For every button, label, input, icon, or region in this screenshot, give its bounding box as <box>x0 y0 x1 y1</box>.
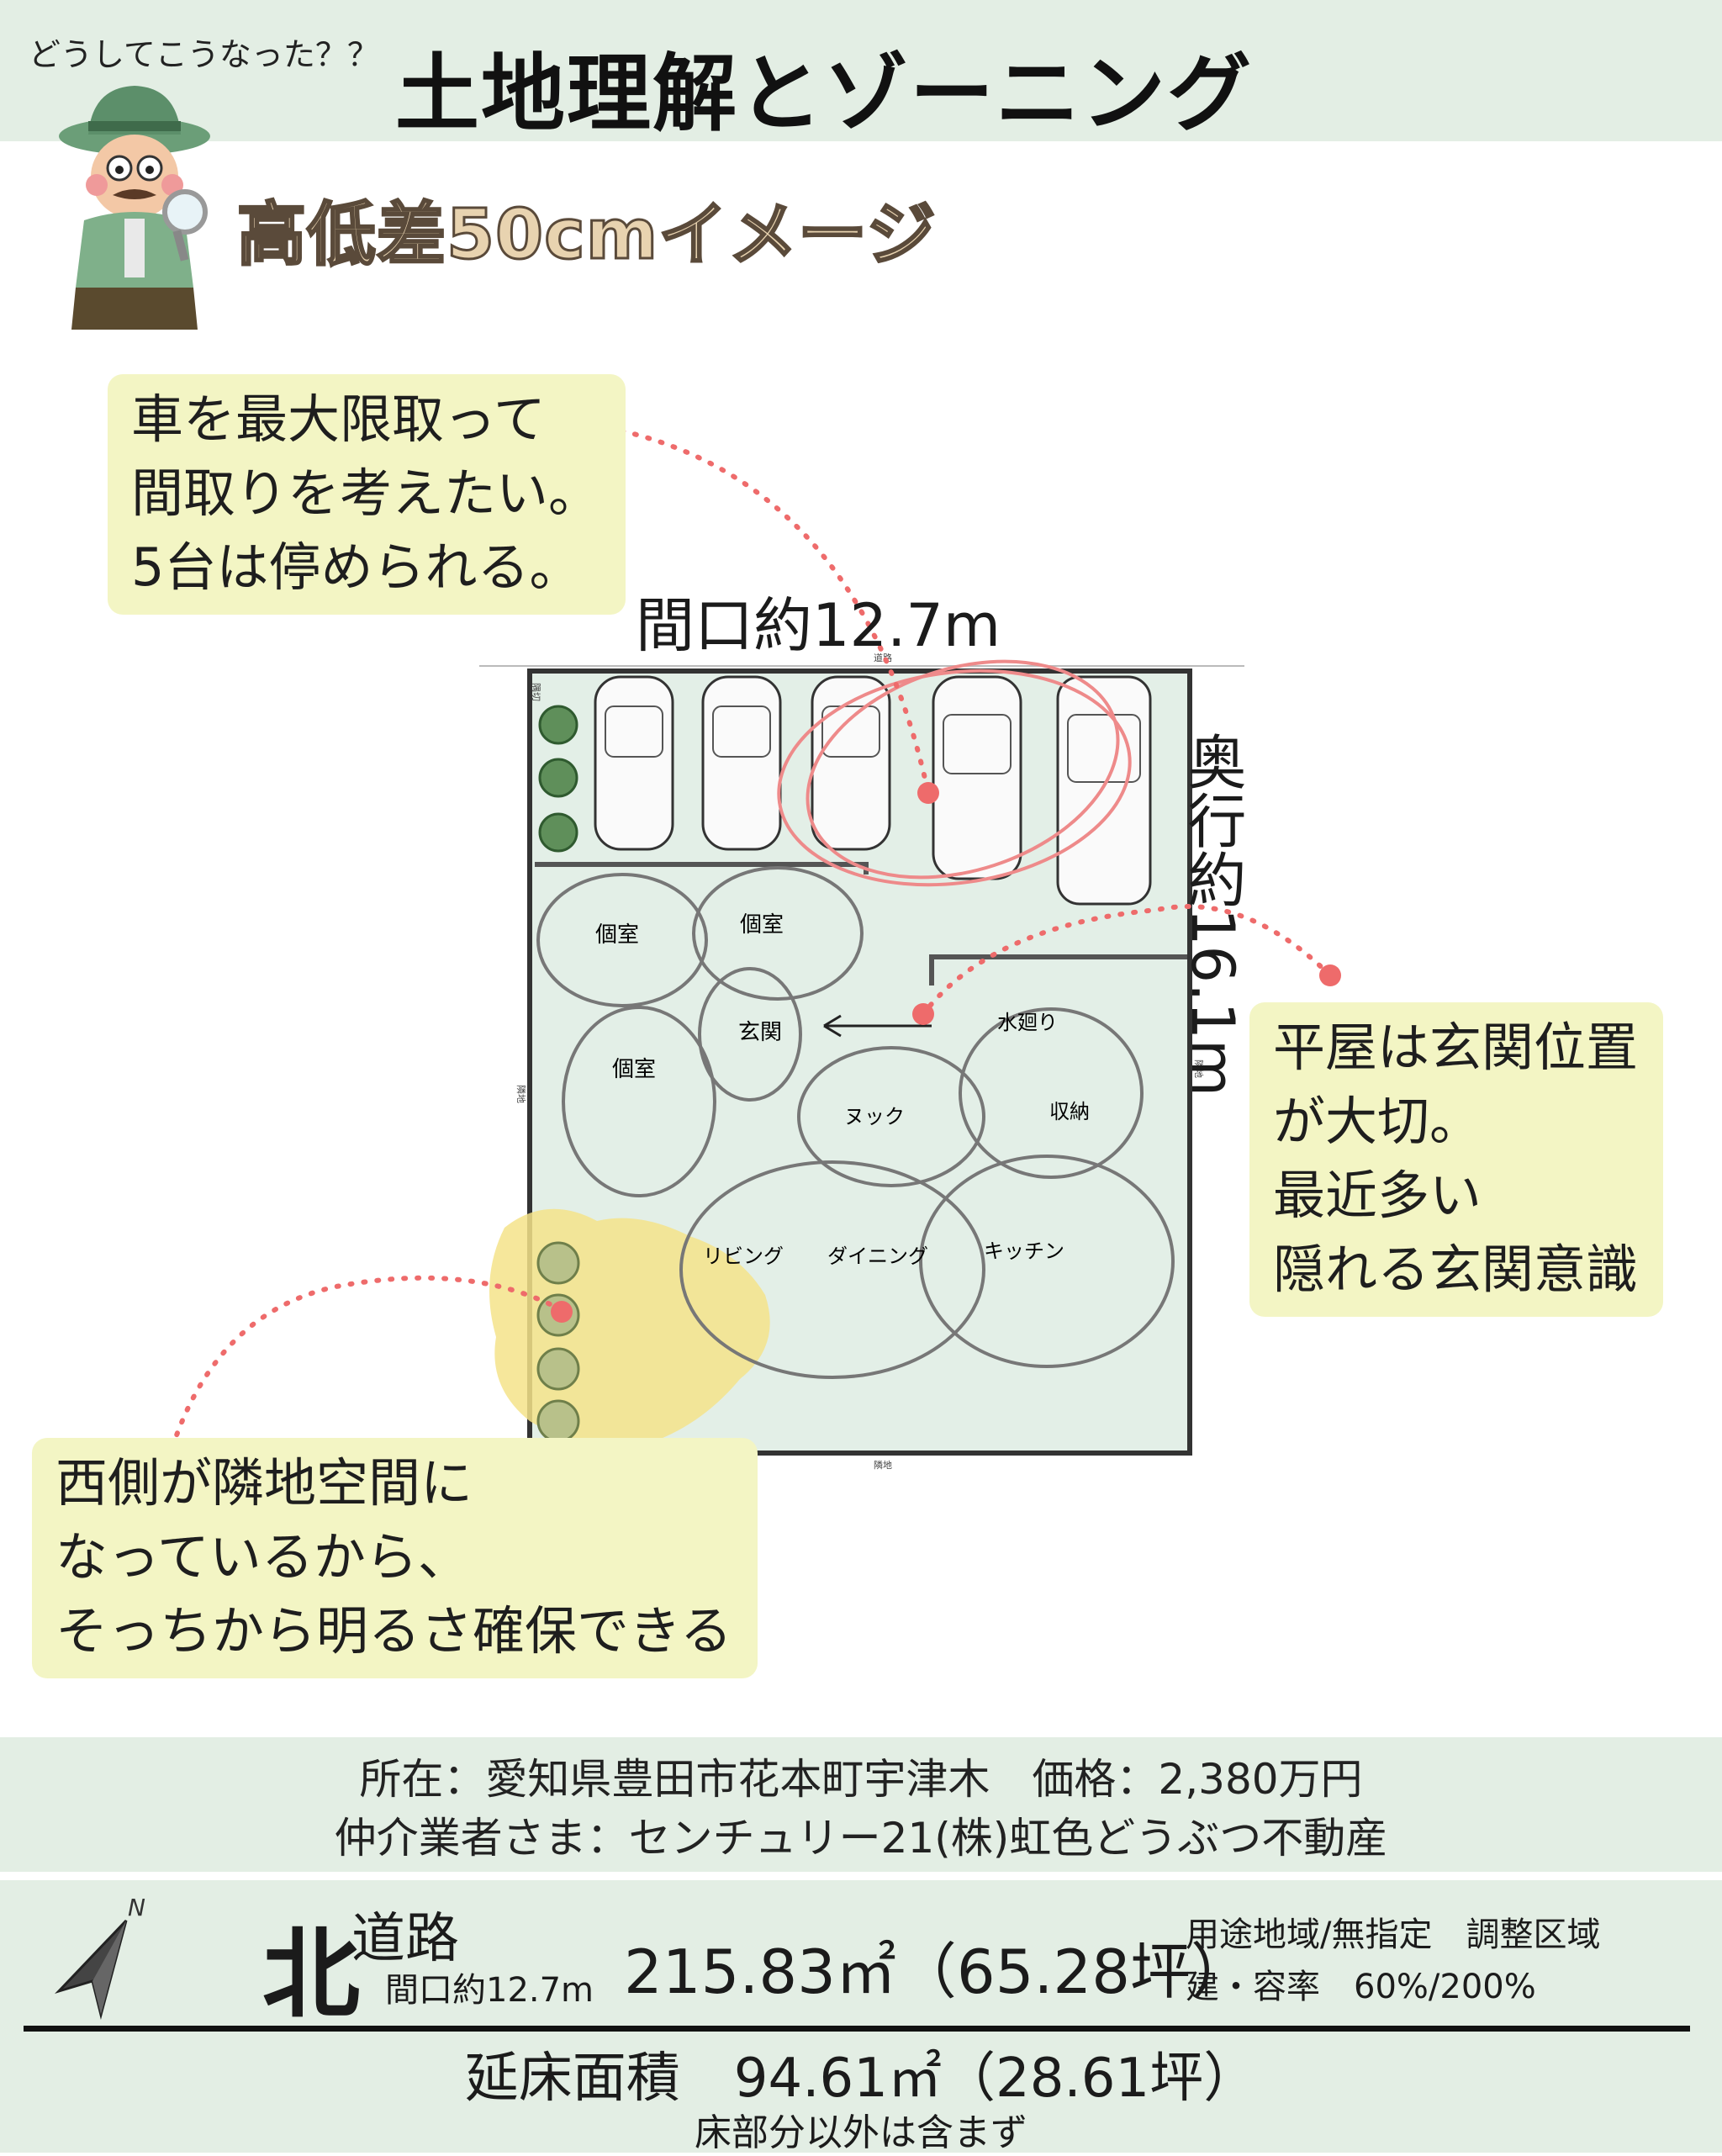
car-2 <box>701 675 782 851</box>
edge-label-bottom: 隣地 <box>874 1459 892 1471</box>
room-label: リビング <box>703 1244 784 1268</box>
callout-line: が大切。 <box>1273 1091 1482 1152</box>
frontage-small: 間口約12.7m <box>385 1971 594 2010</box>
road-label: 道路 <box>351 1908 459 1970</box>
callout-line: 間取りを考えたい。 <box>131 462 601 524</box>
room-label: 個室 <box>595 922 639 948</box>
floor-area-note: 床部分以外は含まず <box>695 2111 1027 2154</box>
detective-mascot-illustration <box>59 86 210 330</box>
callout-line: 最近多い <box>1273 1165 1482 1226</box>
edge-label-corner: 隅切 <box>531 683 541 701</box>
location-price: 所在：愛知県豊田市花本町宇津木 価格：2,380万円 <box>359 1755 1363 1804</box>
callout-parking: 車を最大限取って 間取りを考えたい。 5台は停められる。 <box>108 374 626 615</box>
room-label: キッチン <box>984 1239 1064 1263</box>
callout-line: 隠れる玄関意識 <box>1273 1239 1639 1300</box>
car-1 <box>594 675 674 851</box>
compass-letter: N <box>128 1897 145 1921</box>
car-4 <box>932 675 1022 880</box>
summary-band <box>0 1880 1722 2153</box>
parking-cars <box>594 675 1152 906</box>
callout-west-light: 西側が隣地空間に なっているから、 そっちから明るさ確保できる <box>32 1438 758 1678</box>
depth-dimension: 奥行約16.1m <box>1178 732 1247 1097</box>
car-5 <box>1056 675 1152 906</box>
broker: 仲介業者さま：センチュリー21(株)虹色どうぶつ不動産 <box>334 1814 1388 1863</box>
header-band <box>0 0 1722 141</box>
callout-line: 西側が隣地空間に <box>55 1452 473 1514</box>
entrance-wall <box>929 954 1187 986</box>
room-label: 個室 <box>740 912 784 938</box>
header-subtitle: どうしてこうなった？？ <box>29 36 379 73</box>
callout-line: そっちから明るさ確保できる <box>55 1600 732 1662</box>
callout-line: 5台は停められる。 <box>131 536 582 598</box>
room-label: 収納 <box>1049 1100 1090 1123</box>
site-plan: 道路 隣地 隣地 隣地 隅切 <box>479 652 1244 1471</box>
floor-area: 延床面積 94.61㎡（28.61坪） <box>464 2048 1258 2110</box>
room-label: 玄関 <box>738 1020 782 1045</box>
compass-icon: N <box>55 1897 145 2020</box>
callout-dot <box>1319 964 1341 986</box>
room-label: 個室 <box>612 1057 656 1082</box>
callout-line: 平屋は玄関位置 <box>1273 1017 1639 1078</box>
page-title: 土地理解とゾーニング <box>395 45 1253 143</box>
callout-entrance: 平屋は玄関位置 が大切。 最近多い 隠れる玄関意識 <box>1249 1002 1664 1317</box>
parking-highlight-circle <box>777 659 1132 887</box>
trees-north <box>538 705 578 853</box>
info-band <box>0 1737 1722 1872</box>
callout-line: 車を最大限取って <box>131 388 546 450</box>
zoning-circles <box>536 866 1175 1379</box>
site-area: 215.83㎡（65.28坪） <box>624 1937 1252 2007</box>
room-label: ダイニング <box>827 1244 928 1268</box>
callout-dot <box>912 1003 934 1025</box>
coverage-ratio: 建・容率 60%/200% <box>1186 1968 1536 2006</box>
frontage-dimension: 間口約12.7m <box>636 591 1001 660</box>
callout-dot <box>917 782 939 804</box>
callout-dot <box>551 1301 573 1323</box>
room-label: 水廻り <box>997 1011 1058 1034</box>
direction-label: 北 <box>262 1918 360 2032</box>
parking-wall <box>535 862 869 875</box>
zoning: 用途地域/無指定 調整区域 <box>1186 1916 1601 1954</box>
room-label: ヌック <box>844 1105 905 1128</box>
car-3 <box>811 675 891 851</box>
divider <box>24 2026 1690 2032</box>
edge-label-right: 隣地 <box>1193 1060 1205 1078</box>
callout-line: なっているから、 <box>55 1526 470 1588</box>
edge-label-left: 隣地 <box>515 1085 527 1103</box>
section-title: 高低差50cmイメージ <box>236 194 938 277</box>
